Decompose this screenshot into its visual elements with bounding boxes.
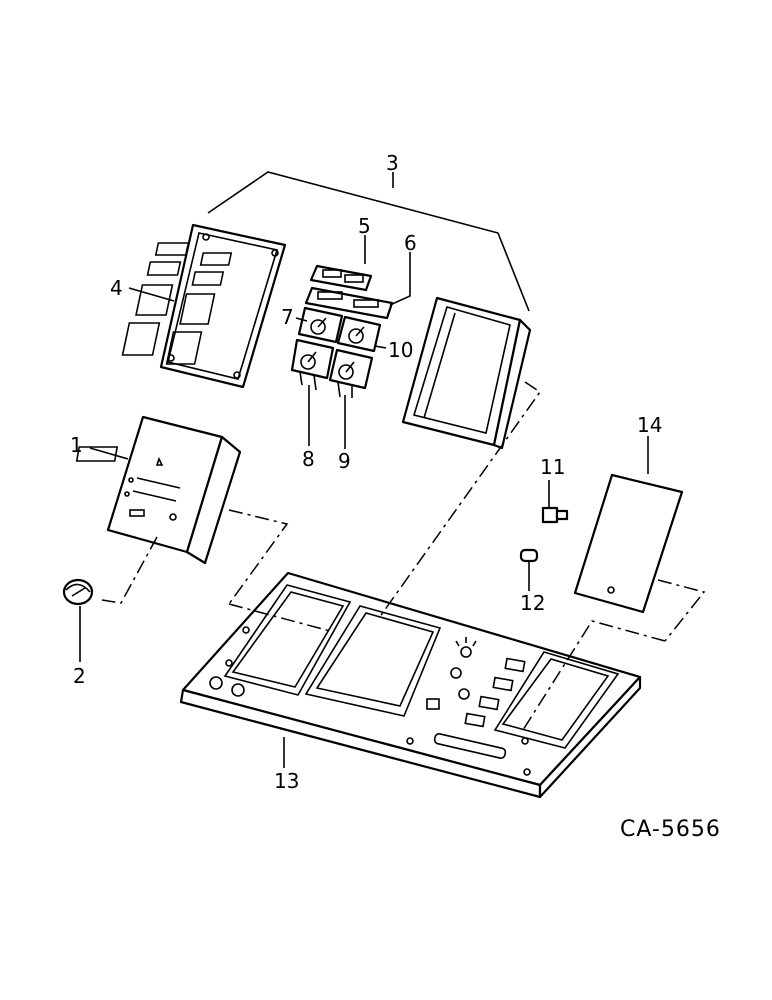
callout-5: 5	[358, 214, 371, 238]
drawing-code: CA-5656	[620, 817, 721, 842]
callout-2: 2	[73, 664, 86, 688]
bolt-part	[541, 506, 569, 524]
callout-labels: 1 2 3 4 5 6 7 8 9 10 11 12 13 14	[70, 151, 662, 793]
callout-14: 14	[637, 413, 662, 437]
knob-part	[62, 578, 94, 606]
cover-plate-part	[573, 473, 684, 614]
callout-9: 9	[338, 449, 351, 473]
callout-4: 4	[110, 276, 123, 300]
callout-10: 10	[388, 338, 413, 362]
bulb-part	[519, 548, 539, 563]
callout-leaders	[79, 235, 649, 768]
callout-6: 6	[404, 231, 417, 255]
assembly-bracket	[207, 171, 530, 312]
warning-module-part	[75, 415, 242, 565]
callout-13: 13	[274, 769, 299, 793]
cluster-housing-part	[401, 296, 532, 450]
callout-8: 8	[302, 447, 315, 471]
gauges-part	[290, 306, 382, 398]
switch-panel-part	[121, 223, 287, 389]
callout-1: 1	[70, 433, 83, 457]
callout-3: 3	[386, 151, 399, 175]
callout-12: 12	[520, 591, 545, 615]
callout-7: 7	[281, 305, 294, 329]
alignment-lines	[101, 381, 706, 731]
lens-strips-part	[304, 264, 394, 320]
callout-11: 11	[540, 455, 565, 479]
base-panel-part	[179, 571, 642, 799]
